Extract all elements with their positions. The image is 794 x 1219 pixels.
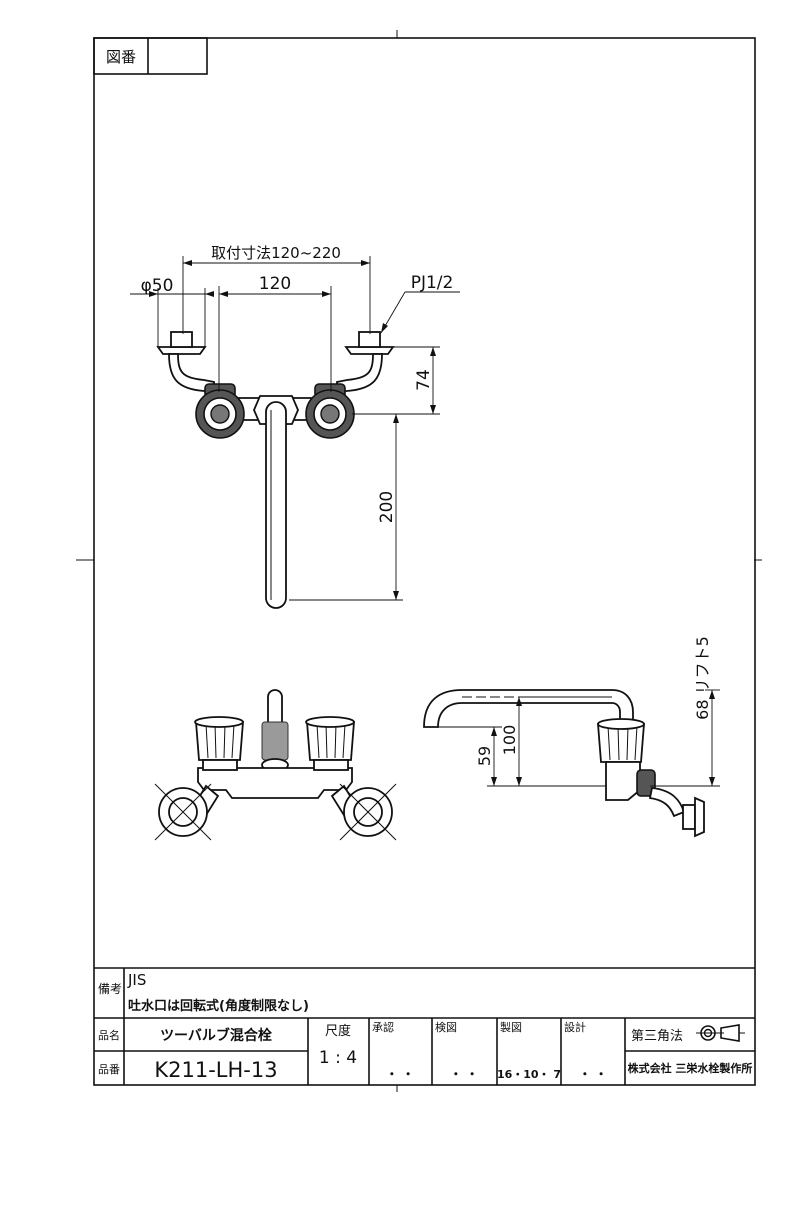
notes-area: 備考 JIS 吐水口は回転式(角度制限なし) — [94, 967, 755, 1085]
title-number-label: 品番 — [98, 1063, 120, 1076]
notes-line-1: JIS — [127, 971, 146, 989]
front-view — [156, 331, 395, 609]
notes-line-2: 吐水口は回転式(角度制限なし) — [128, 998, 309, 1014]
dim-center-distance: 120 — [259, 274, 291, 294]
title-name-label: 品名 — [98, 1028, 120, 1042]
title-scale-value: 1 : 4 — [319, 1048, 357, 1068]
title-design-label: 設計 — [564, 1020, 586, 1034]
side-view — [423, 689, 705, 838]
side-dimensions: 68 リフト5 100 59 — [424, 636, 720, 787]
title-block: 品名 ツーバルブ混合栓 品番 K211-LH-13 尺度 1 : 4 承認 ・ … — [94, 1017, 755, 1085]
notes-label: 備考 — [98, 981, 122, 996]
border-frame — [93, 37, 756, 1086]
title-draft-value: 16・10・ 7 — [497, 1068, 561, 1081]
dim-thread: PJ1/2 — [411, 273, 454, 293]
drawing-number-label: 図番 — [106, 48, 136, 66]
title-approve-value: ・ ・ — [386, 1067, 414, 1081]
dim-lift: 68 リフト5 — [693, 636, 712, 720]
title-approve-label: 承認 — [372, 1020, 394, 1034]
dim-pipe-diameter: φ50 — [141, 276, 174, 296]
title-projection-label: 第三角法 — [631, 1029, 683, 1044]
title-check-label: 検図 — [435, 1020, 457, 1034]
title-number-value: K211-LH-13 — [154, 1058, 277, 1082]
dim-height-100: 100 — [500, 725, 519, 756]
drawing-number-box: 図番 — [93, 37, 208, 75]
title-draft-label: 製図 — [500, 1020, 522, 1034]
dim-mount-span: 取付寸法120~220 — [211, 244, 341, 262]
title-scale-label: 尺度 — [325, 1023, 351, 1039]
dim-spout-length: 200 — [377, 491, 397, 523]
dim-height-59: 59 — [475, 746, 494, 766]
title-name-value: ツーバルブ混合栓 — [160, 1027, 272, 1044]
title-design-value: ・ ・ — [579, 1067, 607, 1081]
dim-height-top: 74 — [414, 369, 434, 391]
title-company: 株式会社 三栄水栓製作所 — [628, 1061, 753, 1075]
front-dimensions: 取付寸法120~220 120 φ50 PJ1/2 74 200 — [130, 244, 460, 601]
third-angle-projection-icon — [696, 1024, 745, 1042]
title-check-value: ・ ・ — [450, 1067, 478, 1081]
plan-view — [154, 689, 397, 841]
